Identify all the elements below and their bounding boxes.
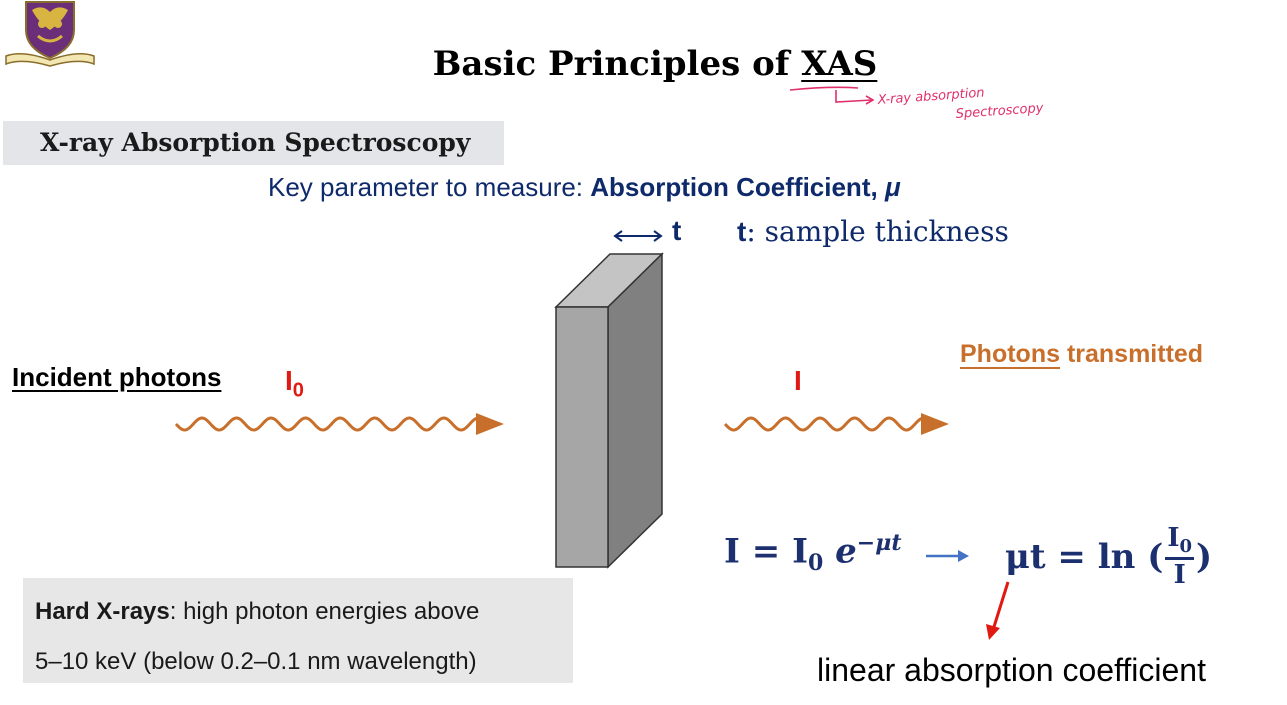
transmitted-wave-arrow-icon [723,413,949,435]
incident-intensity-symbol: I [285,365,293,396]
eq1-subscript: 0 [807,550,824,577]
hard-xrays-line1-rest: : high photon energies above [169,598,480,625]
handwritten-annotation: X-ray absorption Spectroscopy [789,86,1044,122]
hard-xrays-bold: Hard X-rays [35,598,170,625]
hard-xrays-box [23,578,573,683]
key-parameter-prefix: Key parameter to measure: [268,172,591,202]
thickness-definition: t: sample thickness [737,215,1009,248]
key-parameter-line: Key parameter to measure: Absorption Coe… [268,172,901,203]
annotation-line2: Spectroscopy [955,101,1044,122]
section-title: X-ray Absorption Spectroscopy [40,128,471,157]
double-arrow-icon [613,230,663,242]
key-parameter-bold: Absorption Coefficient, [590,172,885,202]
thickness-def-text: : sample thickness [746,215,1009,248]
eq1-exponential-base: e [835,531,857,572]
university-crest-icon [5,1,95,67]
section-header-bar [3,121,504,165]
beer-lambert-equation: I = I0 e−μt [724,530,901,576]
hard-xrays-line1: Hard X-rays: high photon energies above [35,598,479,626]
sample-slab [554,252,664,569]
log-ratio-equation: μt = ln ( I0 I ) [1005,525,1212,588]
photons-word: Photons [960,340,1060,368]
eq2-fraction: I0 I [1165,523,1195,591]
title-acronym: XAS [801,44,878,84]
right-arrow-icon [926,550,969,562]
eq2-denominator: I [1173,560,1186,591]
eq2-numerator: I0 [1165,523,1195,561]
title-prefix: Basic Principles of [432,44,802,84]
mu-symbol: μ [884,172,901,202]
incident-wave-arrow-icon [174,413,504,435]
eq2-prefix: μt = ln ( [1005,536,1164,577]
eq1-exponent: −μt [856,530,902,556]
eq1-lhs: I = I [724,531,808,572]
incident-intensity-subscript: 0 [292,379,304,402]
eq2-numerator-subscript: 0 [1179,536,1193,558]
page-title: Basic Principles of XAS [0,44,1287,84]
annotation-line1: X-ray absorption [876,86,985,108]
hard-xrays-line2: 5–10 keV (below 0.2–0.1 nm wavelength) [35,648,477,675]
eq2-suffix: ) [1196,536,1213,577]
eq2-numerator-symbol: I [1167,523,1180,553]
linear-absorption-coefficient-label: linear absorption coefficient [817,652,1206,688]
transmitted-word: transmitted [1060,340,1204,368]
transmitted-intensity: I [794,365,802,396]
incident-intensity: I0 [285,365,304,403]
thickness-def-symbol: t [737,216,747,247]
photons-transmitted-label: Photons transmitted [960,340,1203,369]
incident-photons-label: Incident photons [12,362,222,392]
red-arrow-icon [986,581,1010,640]
thickness-symbol: t [672,215,682,246]
